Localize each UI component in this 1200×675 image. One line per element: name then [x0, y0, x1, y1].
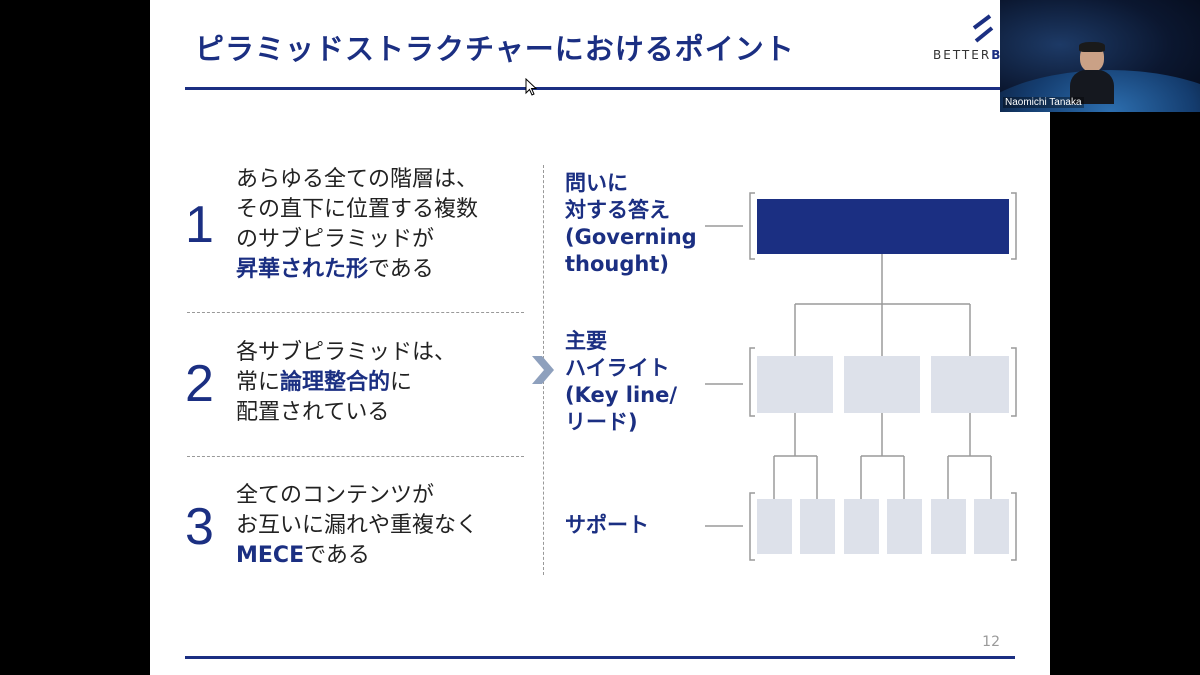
support-box: [800, 499, 835, 554]
slide-title: ピラミッドストラクチャーにおけるポイント: [195, 32, 795, 66]
keyline-box: [931, 356, 1009, 413]
point-text: 全てのコンテンツが お互いに漏れや重複なく MECEである: [236, 483, 479, 568]
bracket: [749, 492, 755, 561]
bracket: [1011, 347, 1017, 417]
point-emphasis: 論理整合的: [280, 370, 391, 395]
keyline-box: [757, 356, 833, 413]
point-3: 3 全てのコンテンツが お互いに漏れや重複なく MECEである: [180, 481, 525, 581]
point-2: 2 各サブピラミッドは、 常に論理整合的に 配置されている: [180, 338, 525, 438]
point-text: あらゆる全ての階層は、 その直下に位置する複数 のサブピラミッドが 昇華された形…: [236, 167, 479, 282]
page-number: 12: [982, 634, 1000, 650]
point-emphasis: MECE: [236, 543, 305, 568]
support-box: [931, 499, 966, 554]
pyramid-diagram: [705, 192, 1017, 561]
point-text: 各サブピラミッドは、 常に論理整合的に 配置されている: [236, 340, 457, 425]
point-1: 1 あらゆる全ての階層は、 その直下に位置する複数 のサブピラミッドが 昇華され…: [180, 165, 525, 295]
mouse-cursor-icon: [525, 78, 537, 96]
level-label-support: サポート: [565, 513, 649, 537]
bracket: [1011, 492, 1017, 561]
title-rule: [185, 87, 1015, 90]
support-box: [974, 499, 1009, 554]
logo-icon: [972, 14, 994, 43]
vertical-divider: [543, 165, 544, 575]
participant-avatar: [1070, 42, 1114, 104]
chevron-right-icon: [532, 356, 554, 384]
support-box: [844, 499, 879, 554]
support-box: [887, 499, 922, 554]
bottom-rule: [185, 656, 1015, 659]
point-number: 2: [185, 355, 214, 413]
participant-video[interactable]: Naomichi Tanaka: [1000, 0, 1200, 112]
point-number: 1: [185, 196, 214, 254]
bracket: [749, 347, 755, 417]
support-box: [757, 499, 792, 554]
bracket: [749, 192, 755, 260]
keyline-box: [844, 356, 920, 413]
participant-name: Naomichi Tanaka: [1003, 97, 1084, 108]
divider: [187, 456, 524, 457]
governing-box: [757, 199, 1009, 254]
level-label-keyline: 主要 ハイライト (Key line/ リード): [565, 329, 678, 434]
bracket: [1011, 192, 1017, 260]
point-number: 3: [185, 498, 214, 556]
divider: [187, 312, 524, 313]
slide: ピラミッドストラクチャーにおけるポイント BETTERBO 1 あらゆる全ての階…: [150, 0, 1050, 675]
point-emphasis: 昇華された形: [236, 257, 369, 282]
level-label-governing: 問いに 対する答え (Governing thought): [565, 171, 697, 276]
